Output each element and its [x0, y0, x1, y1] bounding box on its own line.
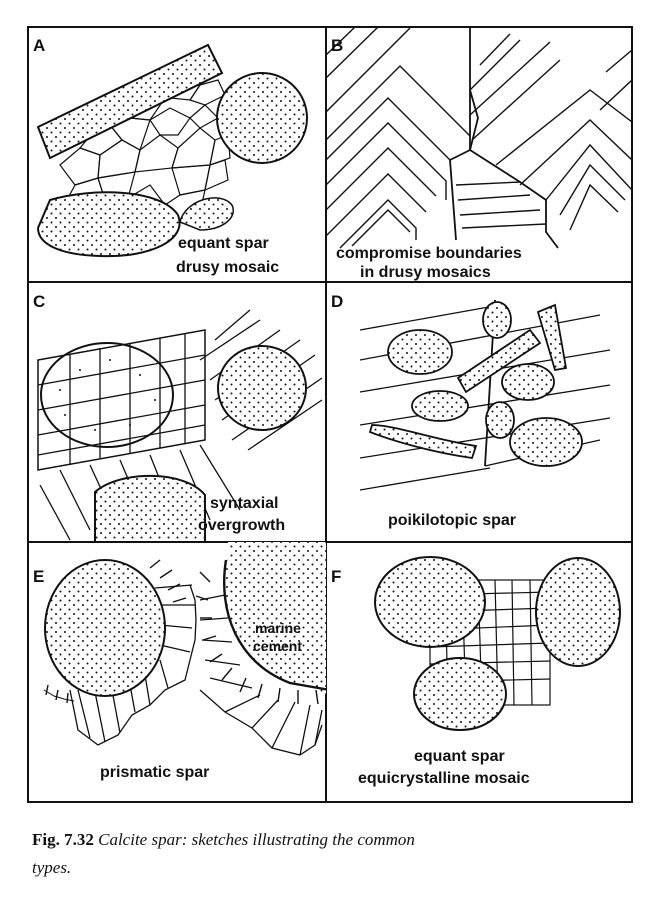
panel-f-caption-2: equicrystalline mosaic	[358, 770, 530, 787]
panel-c-letter: C	[33, 292, 45, 311]
panel-d	[360, 300, 610, 490]
panel-a	[38, 45, 307, 256]
grain-c3	[95, 476, 205, 542]
panel-a-letter: A	[33, 36, 45, 55]
panel-a-caption-2: drusy mosaic	[176, 259, 279, 276]
panel-d-caption-1: poikilotopic spar	[388, 512, 516, 529]
grain-e2	[225, 542, 330, 695]
panel-c-caption-2: overgrowth	[198, 517, 285, 534]
annotation-marine: marine	[255, 620, 301, 636]
figure-caption-cont: types.	[32, 858, 71, 877]
panel-e-caption-1: prismatic spar	[100, 764, 209, 781]
panel-c-caption-1: syntaxial	[210, 495, 278, 512]
panel-f-caption-1: equant spar	[414, 748, 505, 765]
panel-a-caption-1: equant spar	[178, 235, 269, 252]
grain-c2	[218, 346, 306, 430]
small-grain	[180, 198, 233, 230]
grain-f2	[536, 558, 620, 666]
cleavage-grid-left	[38, 330, 205, 470]
grain-c1-dots	[59, 359, 156, 431]
panel-d-letter: D	[331, 292, 343, 311]
grain-c1	[41, 343, 173, 447]
grain-f1	[375, 557, 485, 647]
figure-caption-text: Calcite spar: sketches illustrating the …	[98, 830, 415, 849]
lower-grain	[38, 192, 180, 256]
panel-f-letter: F	[331, 567, 341, 586]
annotation-cement: cement	[253, 638, 302, 654]
middle-zones	[456, 182, 546, 228]
grain-e1	[45, 560, 165, 696]
panel-f	[375, 557, 620, 730]
grain-f3	[414, 658, 506, 730]
left-crystal-zones	[326, 27, 470, 248]
panel-c	[38, 310, 322, 542]
panel-b-letter: B	[331, 36, 343, 55]
skeletal-grains	[370, 302, 582, 466]
panel-b-caption-2: in drusy mosaics	[360, 264, 491, 281]
figure-number: Fig. 7.32	[32, 830, 94, 849]
panel-b-caption-1: compromise boundaries	[336, 245, 522, 262]
figure-caption: Fig. 7.32 Calcite spar: sketches illustr…	[32, 826, 632, 882]
panel-b	[326, 27, 632, 248]
right-crystal-zones	[470, 34, 632, 230]
round-grain	[217, 73, 307, 163]
panel-e-letter: E	[33, 567, 44, 586]
